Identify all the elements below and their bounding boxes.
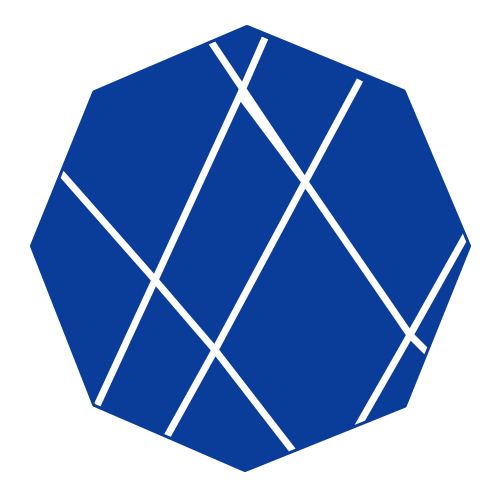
octagon-shape (30, 25, 471, 472)
facet-line (161, 348, 219, 442)
facet-line (301, 78, 364, 184)
facet-line (237, 92, 308, 185)
facet-line (211, 180, 309, 352)
facet-line (152, 277, 218, 353)
facet-line (91, 278, 159, 412)
facet-line (57, 169, 158, 283)
facet-line (212, 347, 303, 463)
facet-line (346, 333, 414, 442)
facet-lines (57, 36, 468, 463)
facet-line (302, 180, 413, 337)
facet-line (236, 36, 269, 97)
facet-line (151, 93, 244, 282)
facet-line (406, 226, 468, 337)
